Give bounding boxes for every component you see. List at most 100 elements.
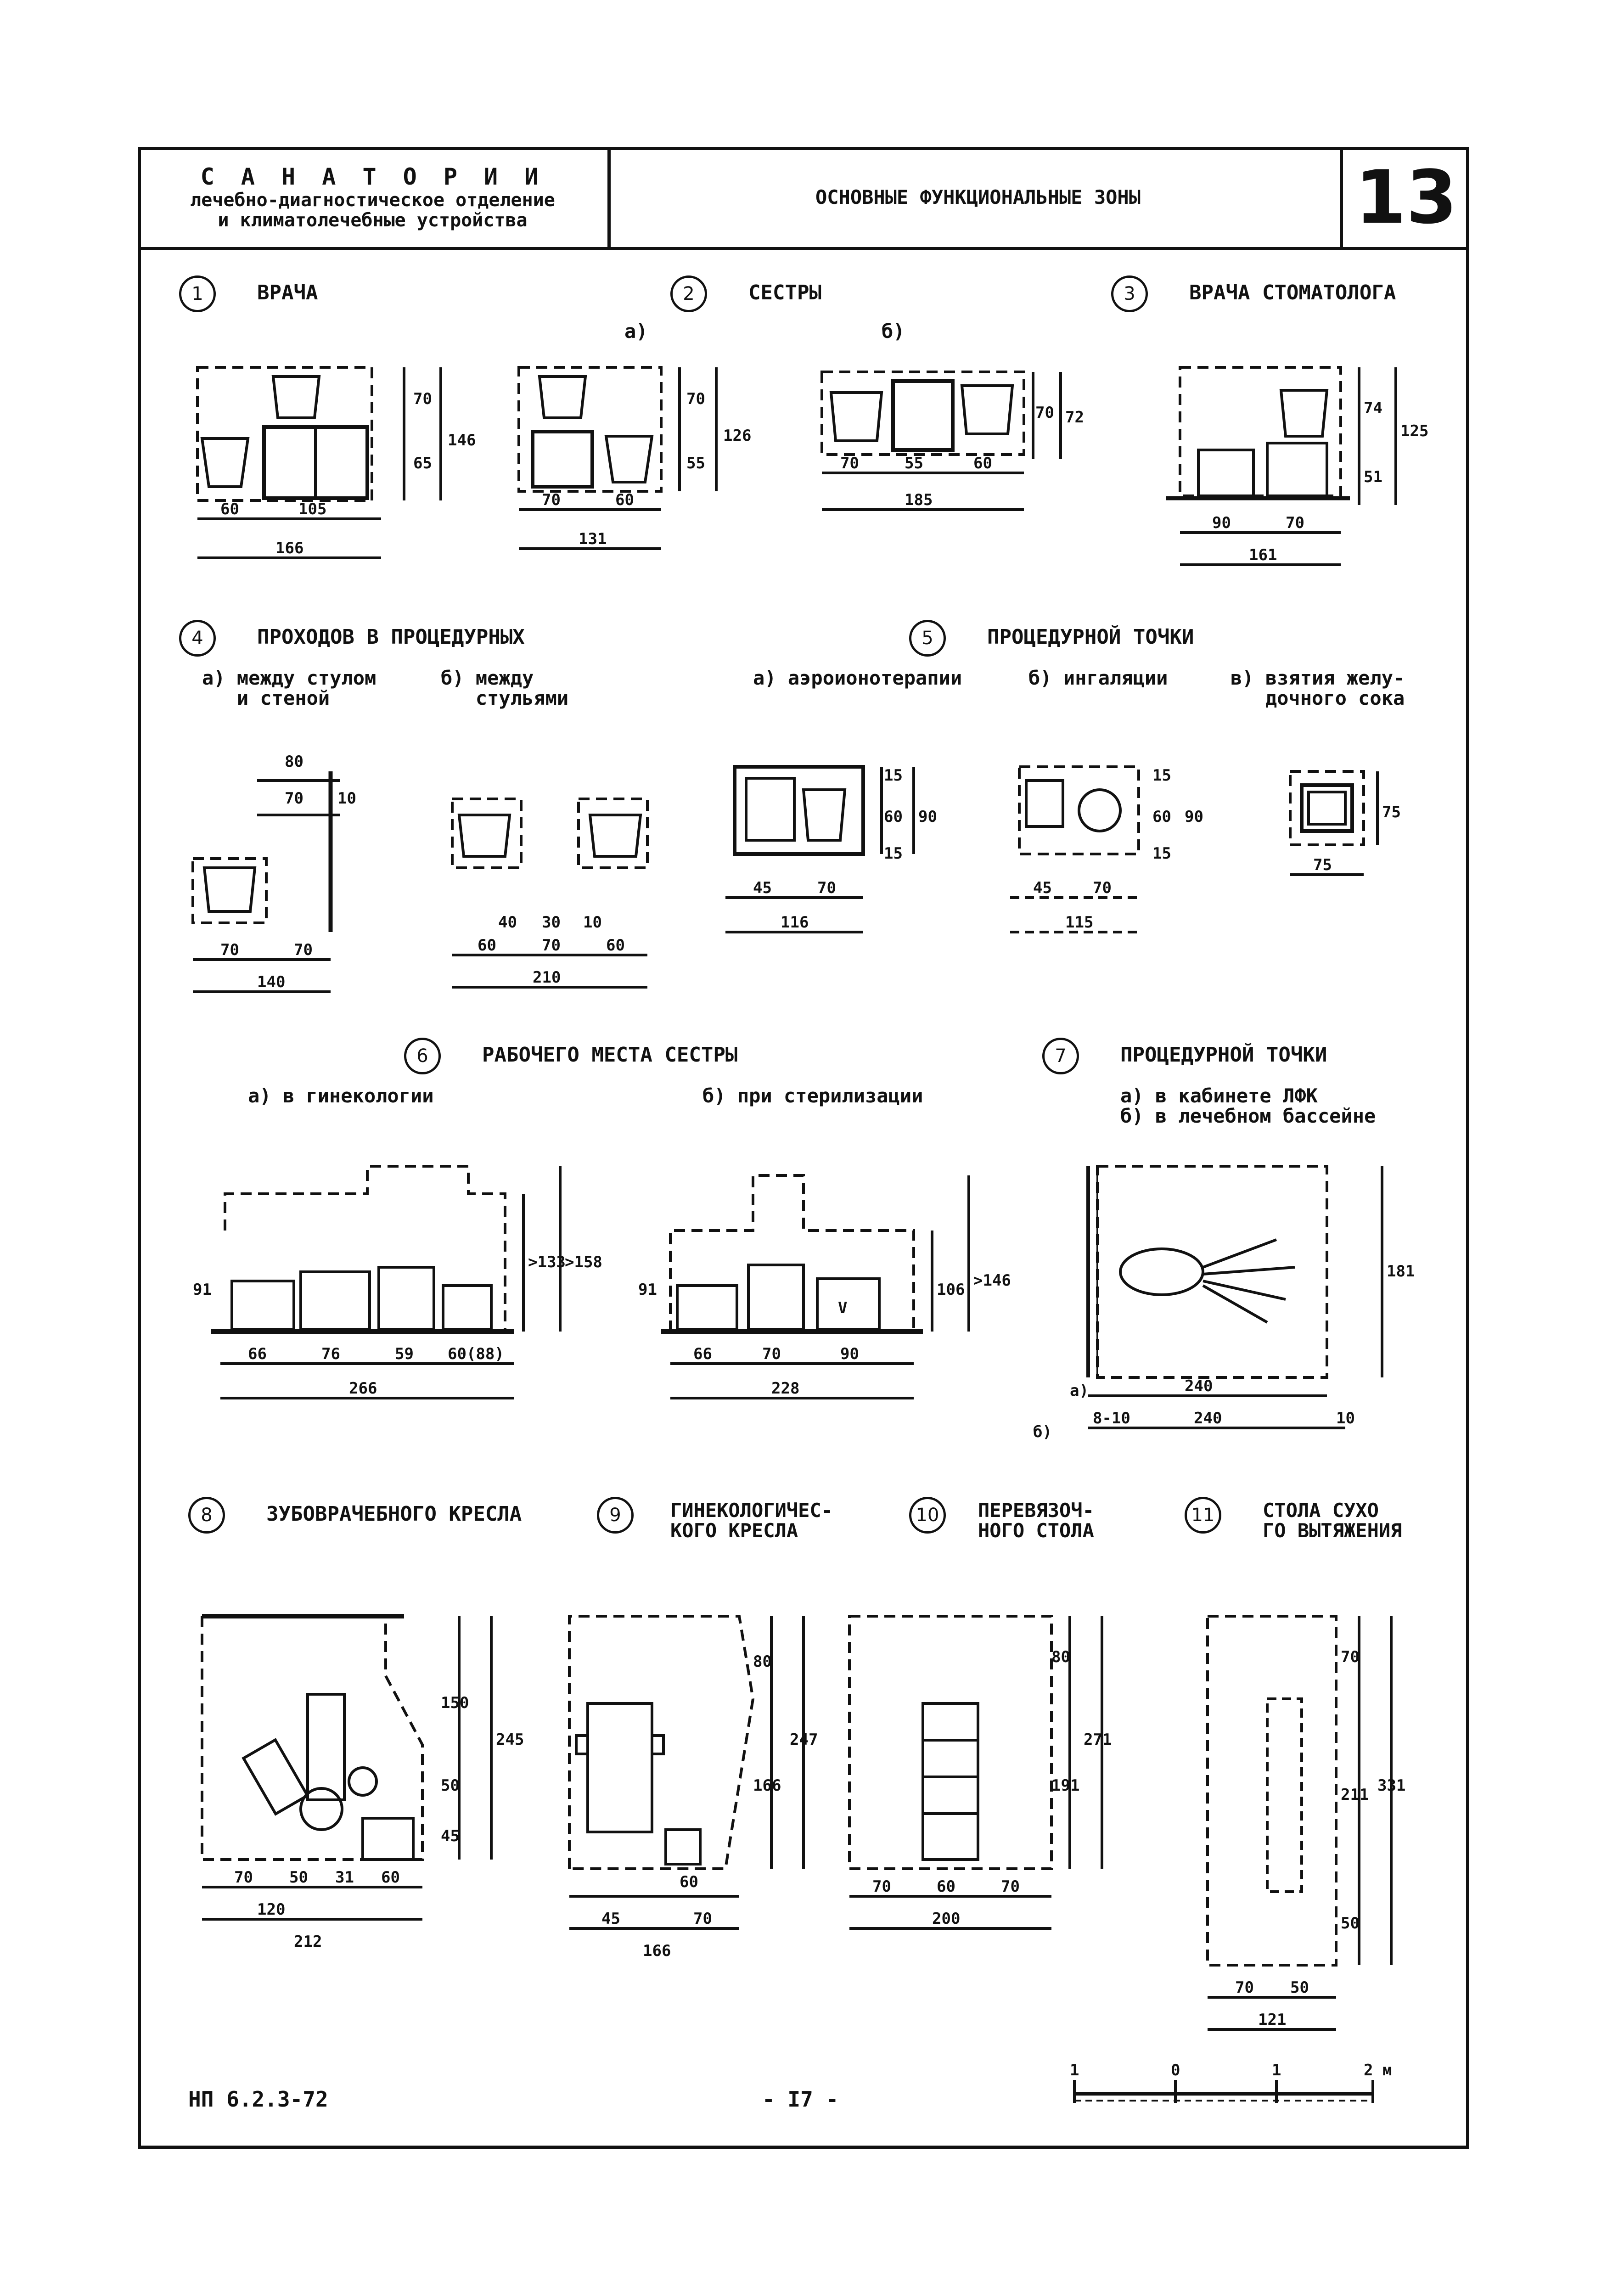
section-2-variant-b: б) [882,320,905,343]
dim-1-0: 60 [220,500,239,518]
dim-3-2: 161 [1249,546,1277,564]
dim-1-4: 65 [413,454,432,472]
dim-4b-1: 30 [542,913,561,932]
dim-4a-4: 70 [294,941,313,959]
dim-10-1: 60 [937,1877,955,1896]
section-2-number: 2 [670,275,707,312]
section-4-number: 4 [179,620,216,657]
dim-5b-2: 115 [1065,913,1093,932]
dim-8-2: 31 [335,1868,354,1887]
sterilizer-mark: V [838,1299,847,1317]
dim-8-8: 45 [441,1827,460,1845]
dim-8-0: 70 [234,1868,253,1887]
dim-5a-5: 15 [884,844,903,863]
dim-2b-2: 60 [973,454,992,472]
section-9-title: ГИНЕКОЛОГИЧЕС- КОГО КРЕСЛА [670,1499,833,1542]
section-7-title: ПРОЦЕДУРНОЙ ТОЧКИ [1120,1043,1327,1067]
section-3-number: 3 [1111,275,1148,312]
section-1-number: 1 [179,275,216,312]
dim-7-0: 240 [1185,1377,1213,1395]
dim-4b-5: 60 [606,936,625,955]
dim-5c-1: 75 [1382,803,1401,821]
dim-4a-0: 80 [285,753,303,771]
section-10-number: 10 [909,1497,946,1534]
dim-5a-6: 90 [918,808,937,826]
drawing-4a-passage: 80 70 10 70 70 140 [191,753,356,993]
drawing-2a-nurse: 70 60 131 70 55 126 [517,366,751,550]
dim-11-0: 70 [1235,1978,1254,1997]
dim-6a-5: 91 [193,1281,212,1299]
dim-11-1: 50 [1290,1978,1309,1997]
dim-1-2: 166 [275,539,303,557]
section-6-number: 6 [404,1038,441,1074]
section-5-title: ПРОЦЕДУРНОЙ ТОЧКИ [987,625,1194,649]
dim-5a-2: 116 [781,913,809,932]
sheet-subtitle-1: лечебно-диагностическое отделение [190,190,555,211]
dim-7-3: 10 [1336,1409,1355,1427]
dim-4b-4: 70 [542,936,561,955]
dim-7-1: 8-10 [1093,1409,1130,1427]
dim-4b-0: 40 [498,913,517,932]
scale-label-3: 2 м [1364,2061,1392,2079]
dim-5b-0: 45 [1033,879,1052,897]
dim-6b-4: 91 [638,1281,657,1299]
section-3-title: ВРАЧА СТОМАТОЛОГА [1189,281,1396,304]
dim-5b-5: 15 [1152,844,1171,863]
drawing-3-dentist: 90 70 161 74 51 125 [1166,366,1428,566]
dim-9-2: 70 [693,1910,712,1928]
dim-8-7: 50 [441,1776,460,1795]
dim-11-5: 50 [1341,1914,1360,1933]
scale-bar: 1 0 1 2 м [1070,2061,1392,2103]
section-8-number: 8 [188,1497,225,1534]
dim-9-6: 247 [790,1731,818,1749]
dim-4a-5: 140 [257,973,285,991]
section-7-number: 7 [1042,1038,1079,1074]
drawing-9-gyn-chair: 60 45 70 166 80 166 247 [568,1615,818,1960]
dim-2a-4: 55 [686,454,705,472]
section-title-block: ОСНОВНЫЕ ФУНКЦИОНАЛЬНЫЕ ЗОНЫ [611,147,1345,250]
dim-10-6: 271 [1084,1731,1112,1749]
drawing-2b-nurse: 70 55 60 185 70 72 [820,371,1084,511]
drawing-5a-aeroionotherapy: 45 70 116 15 60 15 90 [725,765,937,933]
dim-11-6: 331 [1377,1776,1405,1795]
dim-5b-1: 70 [1093,879,1112,897]
section-4-variant-b: б) между стульями [441,667,569,709]
dim-2a-1: 60 [615,491,634,509]
dim-5c-0: 75 [1313,856,1332,874]
section-4-title: ПРОХОДОВ В ПРОЦЕДУРНЫХ [257,625,525,649]
dim-2b-5: 72 [1065,408,1084,427]
dim-6a-1: 76 [321,1345,340,1363]
drawing-5c-gastric: 75 75 [1289,770,1401,876]
dim-8-9: 245 [496,1731,524,1749]
dim-10-5: 191 [1051,1776,1079,1795]
section-5-variant-b: б) ингаляции [1028,667,1168,689]
dim-2a-3: 70 [686,390,705,408]
dim-11-2: 121 [1258,2011,1286,2029]
dim-11-4: 211 [1341,1786,1369,1804]
section-5-variant-c: в) взятия желу- дочного сока [1231,667,1405,709]
dim-3-1: 70 [1286,514,1304,532]
dim-6b-1: 70 [762,1345,781,1363]
section-1-title: ВРАЧА [257,281,318,304]
drawing-6b-sterilization: V 66 70 90 228 91 106 >146 [638,1174,1011,1399]
dim-2a-2: 131 [579,530,607,548]
dim-6b-2: 90 [840,1345,859,1363]
dim-9-3: 166 [643,1942,671,1960]
dim-5a-3: 15 [884,766,903,785]
section-2-variant-a: а) [624,320,648,343]
dim-5a-0: 45 [753,879,772,897]
section-7-variants: а) в кабинете ЛФК б) в лечебном бассейне [1120,1084,1376,1127]
dim-3-4: 51 [1364,468,1382,486]
section-5-variant-a: а) аэроионотерапии [753,667,962,689]
dim-2a-5: 126 [723,427,751,445]
dim-10-2: 70 [1001,1877,1020,1896]
drawing-6a-gynecology: 66 76 59 60(88) 266 91 >133 >158 [193,1165,602,1399]
dim-9-5: 166 [753,1776,781,1795]
dim-1-5: 146 [448,431,476,450]
section-title: ОСНОВНЫЕ ФУНКЦИОНАЛЬНЫЕ ЗОНЫ [815,185,1141,208]
dim-11-3: 70 [1341,1648,1360,1666]
sheet-title: С А Н А Т О Р И И [200,163,545,190]
dim-2a-0: 70 [542,491,561,509]
section-8-title: ЗУБОВРАЧЕБНОГО КРЕСЛА [266,1502,522,1526]
dim-10-3: 200 [932,1910,960,1928]
